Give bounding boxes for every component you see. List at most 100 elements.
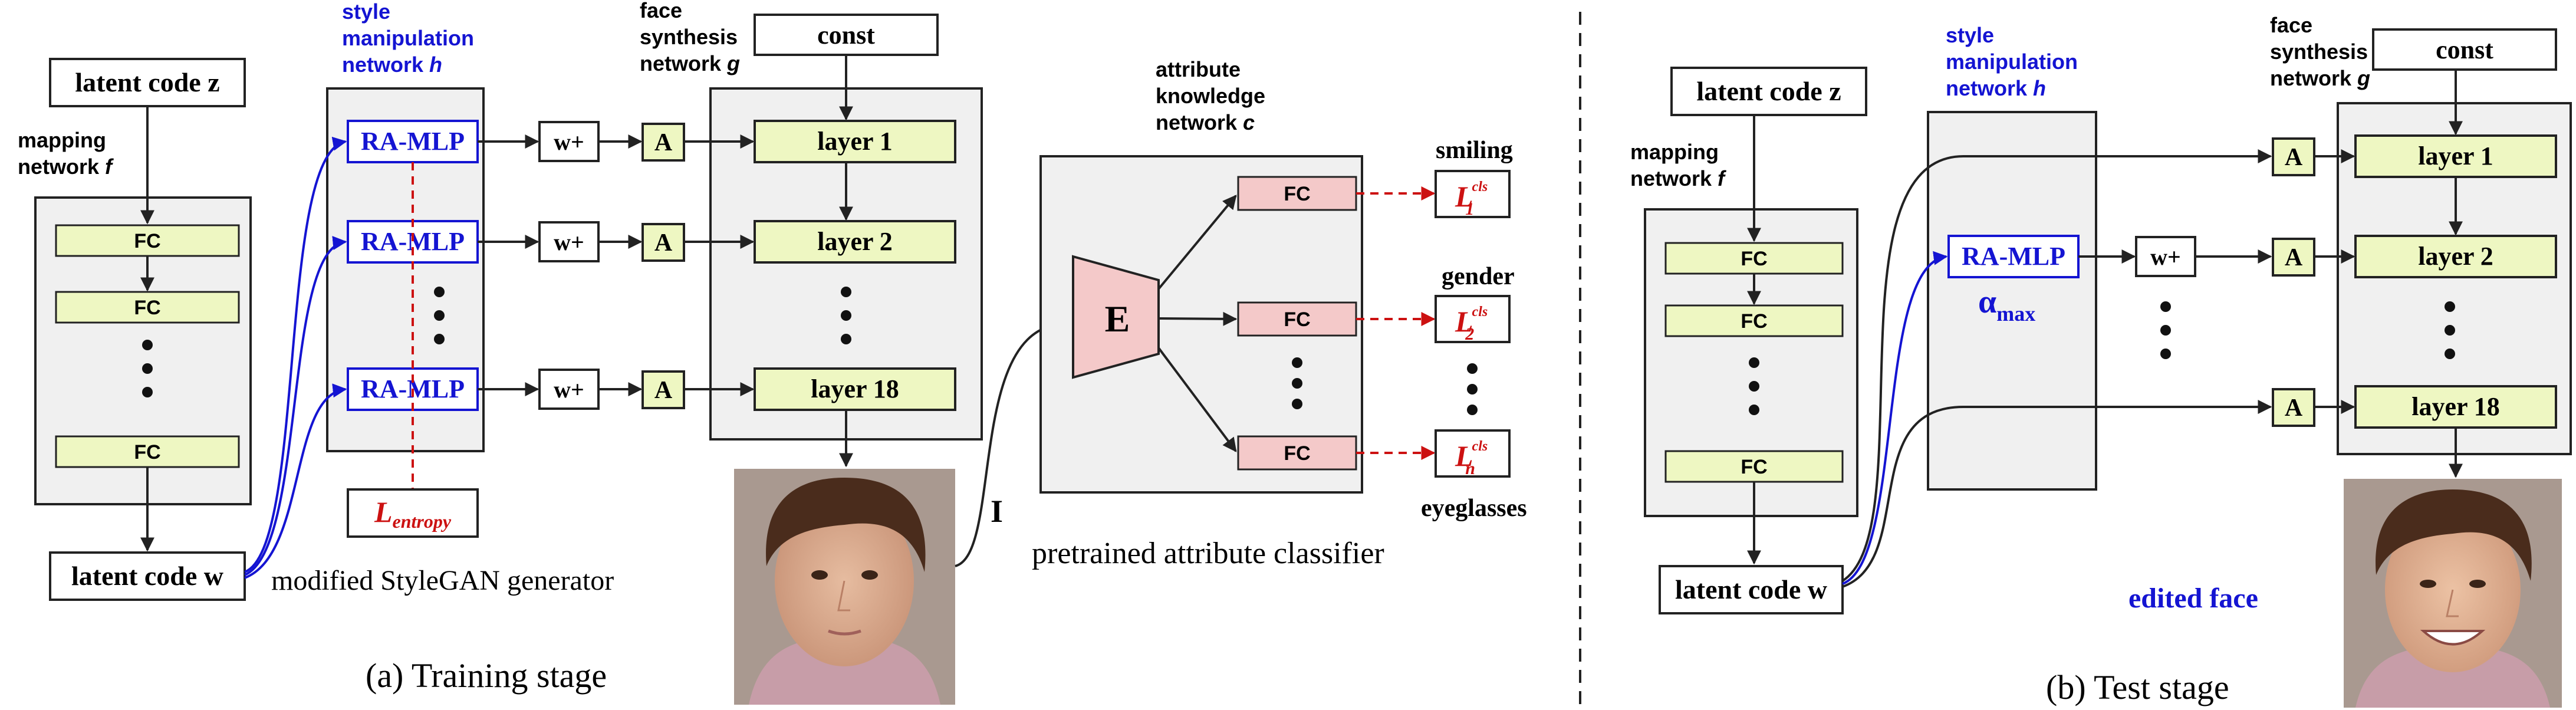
encoder-E [1072, 255, 1160, 379]
generator-caption: modified StyleGAN generator [271, 565, 614, 596]
style-net-label-line1: style [342, 0, 390, 24]
test-style-label-line3: network h [1946, 76, 2046, 100]
generated-face-image [734, 469, 955, 705]
arrow-w-to-ra-mlp-2 [244, 236, 347, 576]
test-layer-2-label: layer 2 [2418, 242, 2493, 271]
entropy-loss-label: Lentropy [374, 495, 452, 532]
wplus-2 [538, 221, 600, 262]
test-mapping-label-line1: mapping [1630, 140, 1719, 164]
wplus-2-label: w+ [554, 229, 584, 255]
test-wplus-label: w+ [2150, 244, 2181, 270]
test-wplus [2135, 236, 2196, 277]
style-net-label-line2: manipulation [342, 26, 474, 50]
test-synthesis-label-line2: synthesis [2270, 40, 2368, 64]
arrow-E-fc2 [1158, 311, 1238, 326]
mapping-fc-2-label: FC [134, 297, 160, 319]
latent-w-label: latent code w [71, 561, 223, 591]
synthesis-label-line2: synthesis [640, 25, 738, 49]
const-label: const [817, 21, 875, 50]
layer-1-label: layer 1 [817, 127, 893, 156]
test-arrow-w-ra-mlp [1842, 251, 1948, 585]
wplus-1-label: w+ [554, 129, 584, 155]
test-wplus-ellipsis [2160, 301, 2171, 359]
test-latent-z-label: latent code z [1696, 76, 1841, 106]
test-style-var: h [2033, 76, 2046, 100]
test-synthesis-label-line3: network g [2270, 66, 2370, 90]
affine-A-1 [641, 123, 685, 162]
latent-z-box [49, 58, 246, 107]
test-arrow-w-A18 [1842, 400, 2272, 588]
mapping-fc-3-label: FC [134, 441, 160, 464]
mapping-fc-3 [55, 435, 240, 468]
layer-18-box [754, 367, 956, 411]
classifier-fc-2 [1237, 301, 1357, 337]
classifier-caption: pretrained attribute classifier [1032, 537, 1384, 570]
style-net-var: h [429, 52, 442, 77]
test-latent-w-box [1659, 565, 1844, 614]
attr-net-label-line2: knowledge [1156, 84, 1265, 108]
training-stage-caption: (a) Training stage [366, 656, 607, 695]
loss-cls-2-box [1435, 295, 1511, 343]
arrow-w-to-ra-mlp-1 [244, 136, 347, 573]
layer-2-label: layer 2 [817, 227, 893, 256]
loss-cls-1-box [1435, 170, 1511, 218]
test-stage-caption: (b) Test stage [2046, 668, 2229, 706]
loss-ellipsis [1467, 363, 1478, 415]
edited-face-label: edited face [2128, 583, 2258, 614]
test-mapping-label-line2: network f [1630, 166, 1726, 190]
test-mapping-var: f [1718, 166, 1726, 190]
test-arrow-w-A1 [1841, 149, 2272, 582]
test-mapping-fc-2-label: FC [1741, 310, 1767, 333]
attr-eyeglasses: eyeglasses [1421, 495, 1527, 522]
classifier-ellipsis [1292, 357, 1302, 409]
test-layer-18-box [2354, 385, 2557, 429]
test-style-label-line2: manipulation [1946, 50, 2078, 74]
test-synthesis-label-line1: face [2270, 13, 2312, 37]
test-mapping-fc-2 [1664, 304, 1844, 337]
affine-A-18-label: A [654, 377, 673, 404]
synthesis-ellipsis [841, 287, 851, 344]
arrow-image-to-encoder [955, 318, 1063, 567]
image-I-label: I [991, 494, 1003, 529]
test-style-panel [1927, 111, 2097, 491]
test-layer-1-box [2354, 134, 2557, 178]
encoder-E-label: E [1105, 298, 1130, 340]
test-synthesis-ellipsis [2445, 301, 2455, 359]
latent-z-label: latent code z [75, 67, 219, 97]
affine-A-1-label: A [654, 129, 673, 156]
mapping-network-label-line1: mapping [18, 128, 106, 152]
test-affine-A-2-label: A [2285, 244, 2303, 271]
mapping-network-var: f [105, 155, 114, 179]
arrow-E-fc1 [1157, 195, 1237, 290]
test-style-label-line1: style [1946, 23, 1994, 47]
synthesis-label-line1: face [640, 0, 682, 22]
attr-net-label-line3: network c [1156, 110, 1255, 134]
classifier-fc-n-label: FC [1284, 442, 1310, 465]
test-affine-A-18 [2272, 388, 2315, 427]
wplus-18-label: w+ [554, 376, 584, 403]
test-mapping-fc-1-label: FC [1741, 248, 1767, 270]
test-layer-1-label: layer 1 [2418, 142, 2493, 170]
style-net-label-line3: network h [342, 52, 442, 77]
synthesis-label-line3: network g [640, 51, 740, 75]
classifier-fc-n [1237, 435, 1357, 471]
test-latent-w-label: latent code w [1675, 574, 1827, 604]
loss-cls-n-box [1435, 429, 1511, 478]
attr-gender: gender [1442, 263, 1515, 290]
attr-net-label-line1: attribute [1156, 57, 1241, 81]
attr-net-var: c [1243, 110, 1255, 134]
test-latent-z-box [1670, 67, 1867, 116]
synthesis-net-var: g [726, 51, 740, 75]
layer-1-box [754, 120, 956, 163]
edited-face-image [2344, 479, 2562, 708]
test-mapping-fc-1 [1664, 242, 1844, 275]
ra-mlp-1-label: RA-MLP [361, 127, 465, 156]
arrow-E-fcn [1157, 347, 1237, 452]
alpha-max-label: αmax [1978, 284, 2035, 326]
mapping-ellipsis [142, 340, 153, 397]
affine-A-2-label: A [654, 229, 673, 257]
test-affine-A-2 [2272, 238, 2315, 277]
test-mapping-ellipsis [1749, 357, 1759, 415]
